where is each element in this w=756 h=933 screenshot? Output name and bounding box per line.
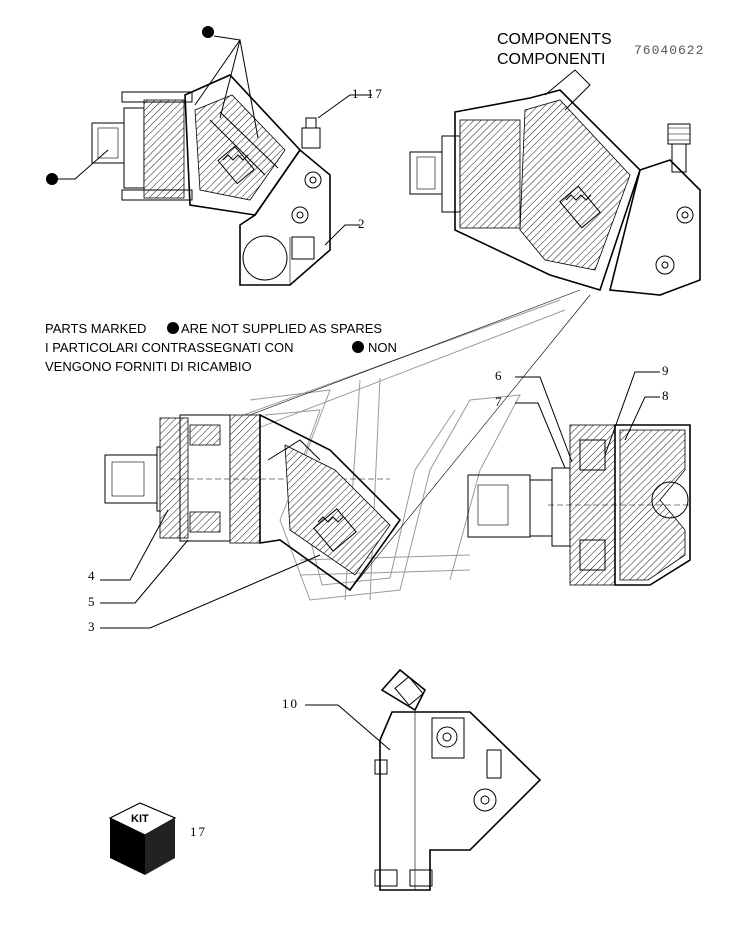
note-line3: VENGONO FORNITI DI RICAMBIO [45, 359, 252, 374]
assembly-middle-left [104, 413, 402, 592]
callout-7: 7 [495, 394, 504, 409]
callout-10: 10 [282, 696, 299, 711]
callout-4: 4 [88, 568, 97, 583]
callout-1-17: 1-17 [352, 86, 384, 101]
assembly-top-right [409, 69, 701, 296]
assembly-top-left [91, 74, 331, 286]
spares-note: PARTS MARKED ARE NOT SUPPLIED AS SPARES … [45, 321, 397, 374]
callout-9: 9 [662, 363, 671, 378]
note-line2-a: I PARTICOLARI CONTRASSEGNATI CON [45, 340, 293, 355]
callout-6: 6 [495, 368, 504, 383]
note-line1-b: ARE NOT SUPPLIED AS SPARES [181, 321, 382, 336]
callout-17: 17 [190, 824, 207, 839]
assembly-middle-right [467, 424, 691, 586]
header-title-en: COMPONENTS [497, 31, 612, 48]
valve-block-part-10 [374, 668, 542, 891]
callout-5: 5 [88, 594, 97, 609]
bullet-marker-icon [46, 173, 58, 185]
kit-box-icon: KIT [108, 802, 177, 875]
note-line2-b: NON [368, 340, 397, 355]
header-title-it: COMPONENTI [497, 51, 605, 68]
bullet-marker-icon [167, 322, 179, 334]
kit-label: KIT [131, 813, 149, 825]
callout-2: 2 [358, 216, 367, 231]
bullet-marker-icon [202, 26, 214, 38]
drawing-code: 76040622 [634, 43, 704, 58]
callout-8: 8 [662, 388, 671, 403]
callout-3: 3 [88, 619, 97, 634]
note-line1-a: PARTS MARKED [45, 321, 146, 336]
bullet-marker-icon [352, 341, 364, 353]
